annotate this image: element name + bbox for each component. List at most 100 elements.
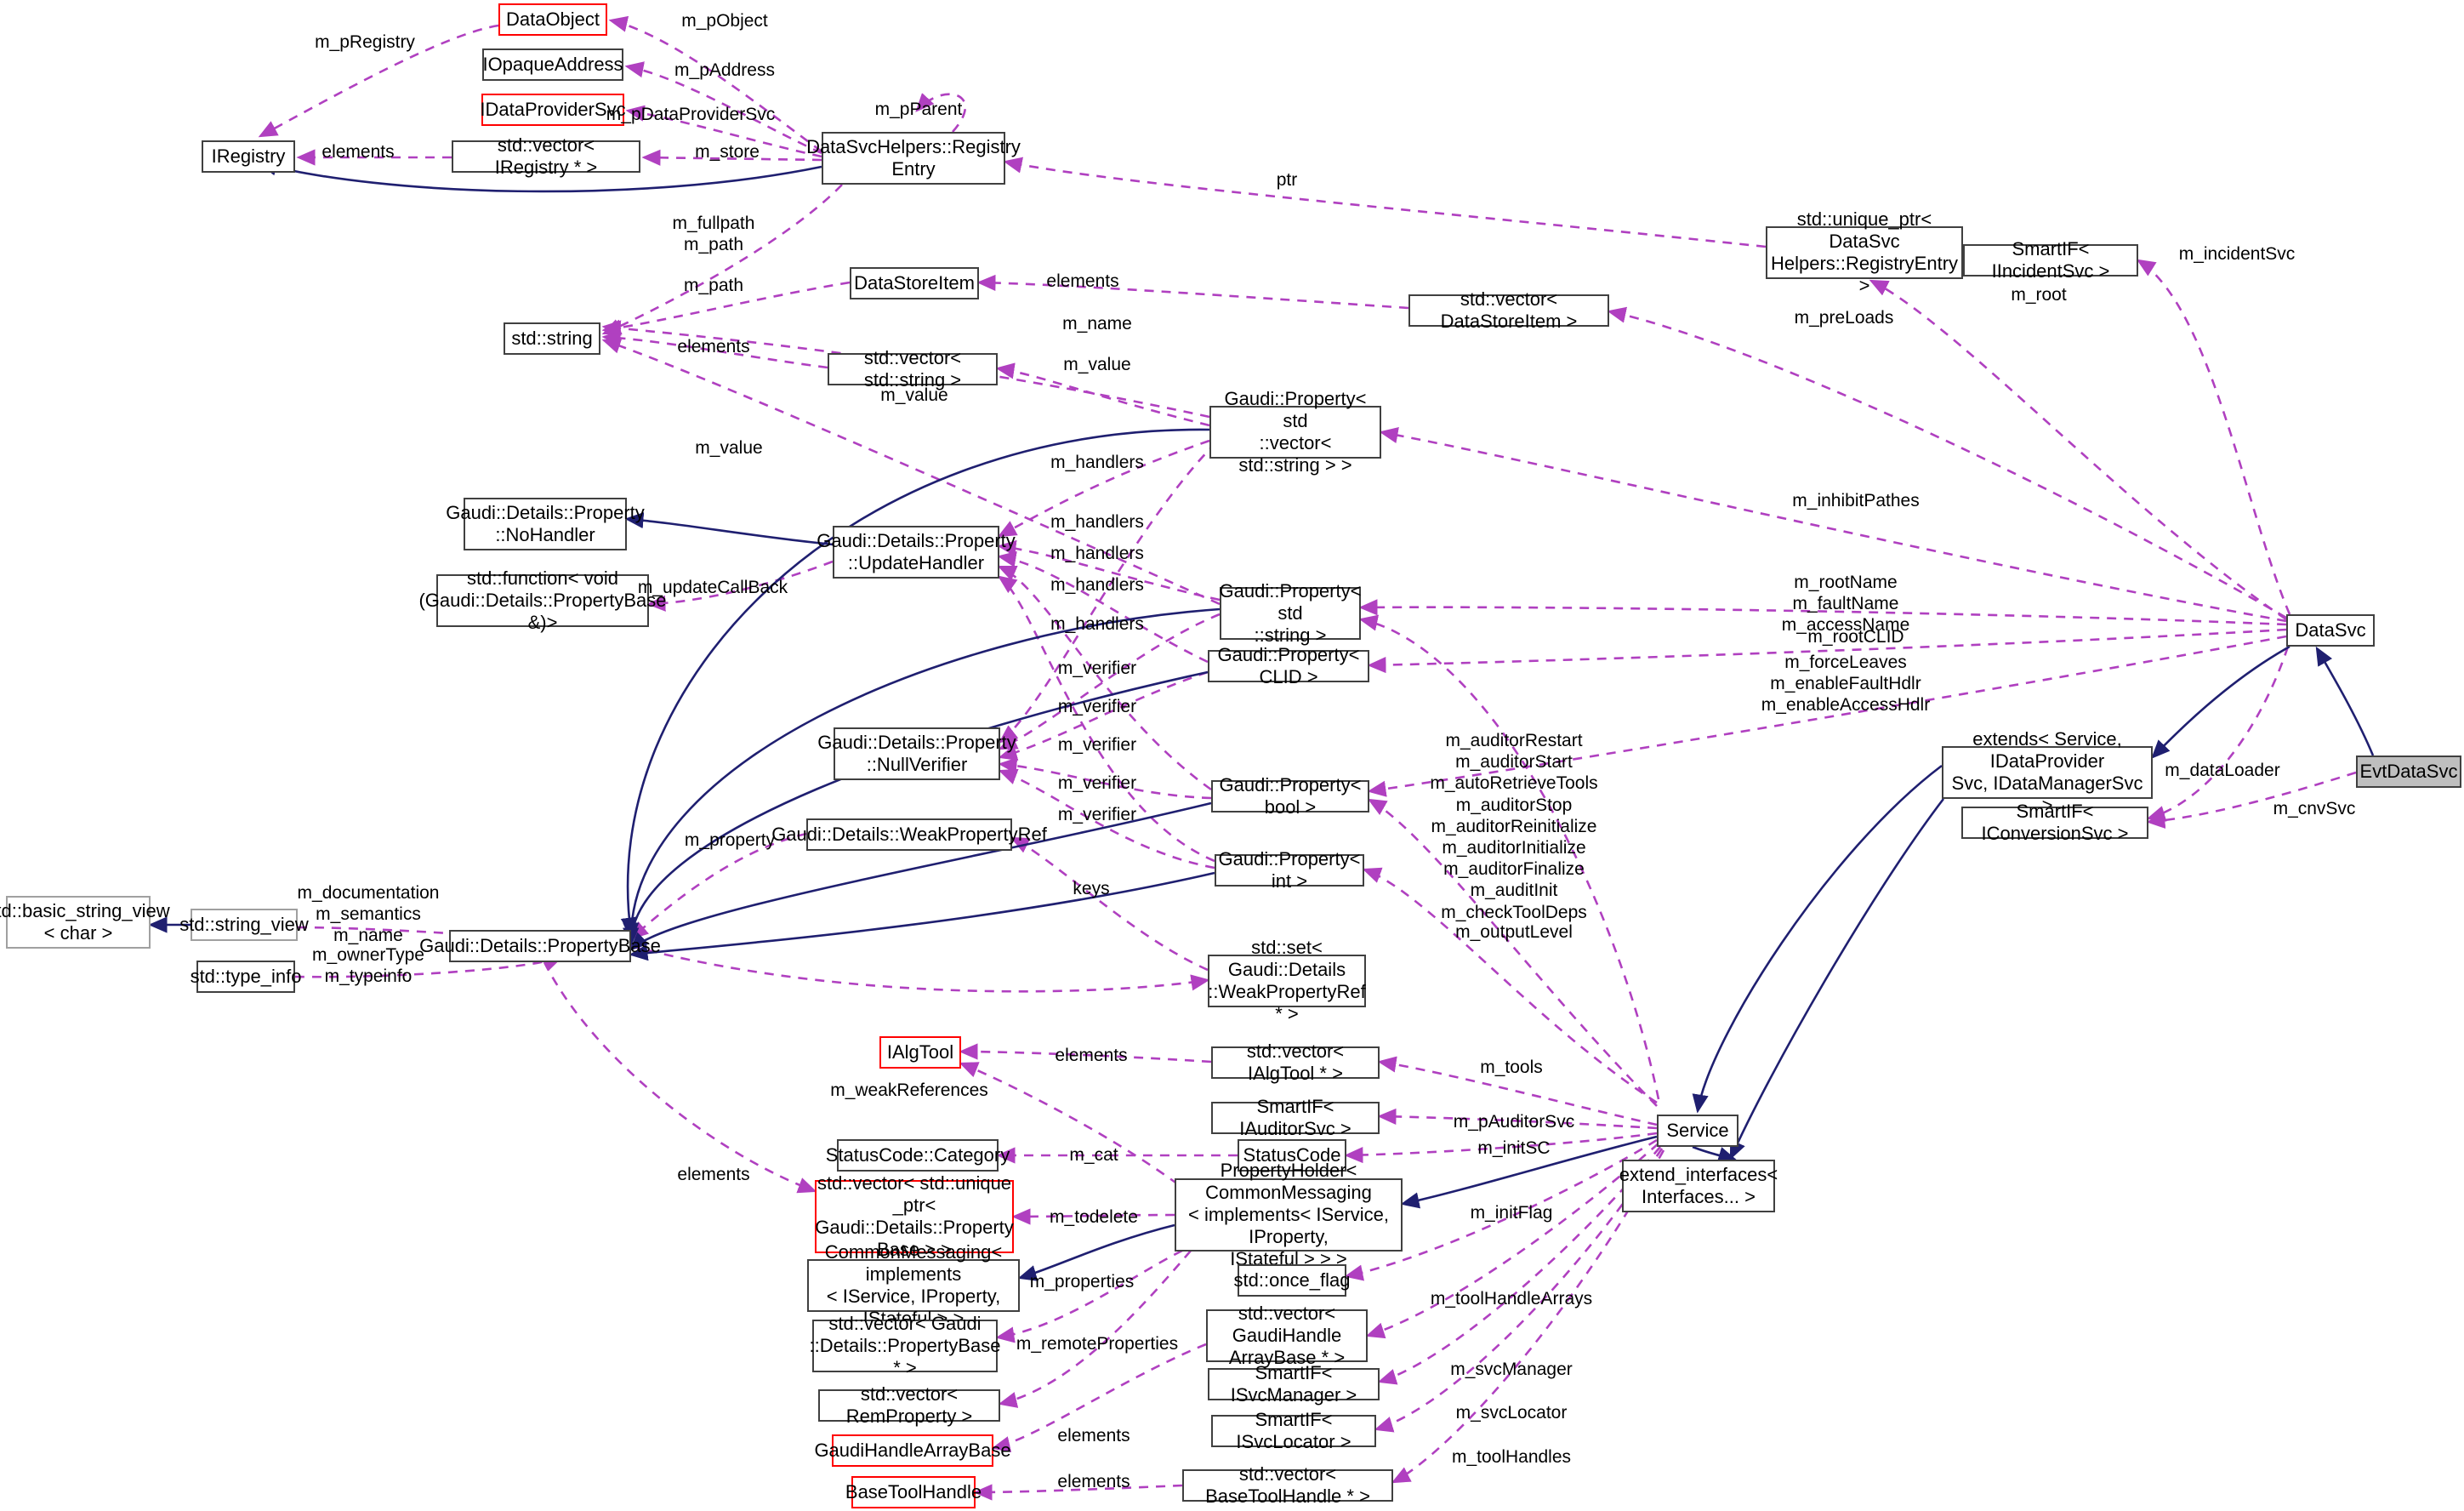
edge-label-l_mverifier1: m_verifier <box>1057 659 1137 678</box>
edge-label-l_mverifier5: m_verifier <box>1057 805 1137 824</box>
edge-label-l_elements3: elements <box>677 337 750 356</box>
inheritance-edges <box>148 159 2375 1281</box>
class-node-registryentry[interactable]: DataSvcHelpers::Registry Entry <box>806 132 1021 185</box>
inheritance-edge <box>2315 646 2375 756</box>
class-node-vec_iregistry[interactable]: std::vector< IRegistry * > <box>452 134 640 178</box>
class-node-propertybase[interactable]: Gaudi::Details::PropertyBase <box>419 930 661 962</box>
class-node-datasvc[interactable]: DataSvc <box>2286 614 2375 647</box>
class-node-vec_ialgtool[interactable]: std::vector< IAlgTool * > <box>1211 1041 1380 1084</box>
edge-label-l_mupdatecb: m_updateCallBack <box>637 578 788 597</box>
class-node-prop_int[interactable]: Gaudi::Property< int > <box>1215 848 1364 892</box>
class-node-datastoreitem[interactable]: DataStoreItem <box>850 267 979 299</box>
class-node-smartif_iincident[interactable]: SmartIF< IIncidentSvc > <box>1963 238 2138 282</box>
class-node-commonmessaging[interactable]: CommonMessaging< implements < IService, … <box>807 1241 1020 1329</box>
edge-label-l_mtoolhandlearr: m_toolHandleArrays <box>1430 1289 1593 1309</box>
usage-edge <box>1003 157 1767 248</box>
usage-edge <box>624 61 822 155</box>
class-node-prop_vec_string[interactable]: Gaudi::Property< std ::vector< std::stri… <box>1209 388 1381 476</box>
edge-label-l_mverifier4: m_verifier <box>1057 773 1137 793</box>
class-node-vec_propbase_ptr[interactable]: std::vector< Gaudi ::Details::PropertyBa… <box>809 1313 1001 1378</box>
class-node-dataobject[interactable]: DataObject <box>498 3 607 36</box>
class-node-gaudihandlearrbase[interactable]: GaudiHandleArrayBase <box>814 1434 1011 1467</box>
usage-edge <box>1358 614 1660 1100</box>
class-node-propertyholder[interactable]: PropertyHolder< CommonMessaging < implem… <box>1175 1160 1403 1269</box>
usage-edge <box>973 1484 1183 1501</box>
class-node-weakpropertyref[interactable]: Gaudi::Details::WeakPropertyRef <box>771 818 1047 851</box>
edge-label-l_elements7: elements <box>1057 1472 1130 1491</box>
edge-label-l_mcnvsvc: m_cnvSvc <box>2273 799 2356 818</box>
class-node-smartif_iauditor[interactable]: SmartIF< IAuditorSvc > <box>1211 1096 1380 1139</box>
class-node-vec_stdstring[interactable]: std::vector< std::string > <box>828 347 998 391</box>
class-node-basetoolhandle[interactable]: BaseToolHandle <box>845 1476 982 1508</box>
class-node-vec_uniq_propbase[interactable]: std::vector< std::unique _ptr< Gaudi::De… <box>815 1172 1014 1260</box>
class-node-set_weakref[interactable]: std::set< Gaudi::Details ::WeakPropertyR… <box>1208 937 1366 1024</box>
class-node-stdstring[interactable]: std::string <box>504 322 600 355</box>
usage-edge <box>998 768 1215 870</box>
class-node-string_view[interactable]: std::string_view <box>179 909 309 941</box>
class-node-smartif_iconv[interactable]: SmartIF< IConversionSvc > <box>1961 801 2148 844</box>
edge-label-l_mhandlers3: m_handlers <box>1050 544 1144 563</box>
inheritance-edge <box>2151 645 2290 759</box>
class-node-once_flag[interactable]: std::once_flag <box>1234 1264 1351 1297</box>
edge-label-l_ownertype: m_ownerType m_typeinfo <box>312 945 424 987</box>
class-node-smartif_isvcmgr[interactable]: SmartIF< ISvcManager > <box>1208 1362 1380 1406</box>
usage-edge <box>959 1043 1212 1063</box>
class-node-evtdatasvc[interactable]: EvtDataSvc <box>2356 756 2461 788</box>
usage-edge <box>543 961 817 1194</box>
class-node-statuscode[interactable]: StatusCode <box>1238 1139 1346 1172</box>
class-node-extend_interfaces[interactable]: extend_interfaces< Interfaces... > <box>1619 1160 1778 1212</box>
usage-edge <box>2146 771 2357 830</box>
usage-edge <box>997 575 1215 863</box>
usage-edge <box>294 955 564 978</box>
class-node-stdfunction[interactable]: std::function< void (Gaudi::Details::Pro… <box>418 567 667 633</box>
class-node-prop_string[interactable]: Gaudi::Property< std ::string > <box>1219 580 1362 646</box>
class-node-nohandler[interactable]: Gaudi::Details::Property ::NoHandler <box>446 498 645 550</box>
edge-label-l_mstore: m_store <box>695 142 760 162</box>
class-node-extends_service[interactable]: extends< Service, IDataProvider Svc, IDa… <box>1942 728 2153 816</box>
class-node-basic_string_view[interactable]: std::basic_string_view < char > <box>0 896 170 949</box>
class-node-prop_bool[interactable]: Gaudi::Property< bool > <box>1211 774 1369 818</box>
edge-label-l_keys: keys <box>1073 879 1110 898</box>
class-node-smartif_isvcloc[interactable]: SmartIF< ISvcLocator > <box>1211 1409 1376 1452</box>
class-node-iopaqueaddress[interactable]: IOpaqueAddress <box>482 48 623 81</box>
class-node-type_info[interactable]: std::type_info <box>191 961 301 993</box>
edge-label-l_mroot: m_root <box>2011 285 2067 305</box>
edge-label-l_mcat: m_cat <box>1069 1145 1118 1165</box>
edge-label-l_mhandlers1: m_handlers <box>1050 453 1144 472</box>
class-node-idataprovidersvc[interactable]: IDataProviderSvc <box>480 94 626 126</box>
usage-edge <box>1607 306 2287 619</box>
edge-label-l_mdataloader: m_dataLoader <box>2165 761 2280 780</box>
class-node-vec_remproperty[interactable]: std::vector< RemProperty > <box>818 1383 1000 1427</box>
inheritance-edge <box>1017 1223 1175 1281</box>
class-node-service[interactable]: Service <box>1657 1115 1738 1147</box>
edge-label-l_ptr: ptr <box>1276 170 1298 190</box>
class-node-vec_basetoolhandle[interactable]: std::vector< BaseToolHandle * > <box>1182 1463 1393 1507</box>
class-node-vec_datastoreitem[interactable]: std::vector< DataStoreItem > <box>1408 288 1609 332</box>
usage-edge <box>1344 1132 1658 1164</box>
usage-edge <box>601 281 851 336</box>
usage-edge <box>915 93 966 133</box>
edge-label-l_mproperties: m_properties <box>1029 1272 1135 1291</box>
inheritance-edge <box>623 670 1209 947</box>
class-node-updatehandler[interactable]: Gaudi::Details::Property ::UpdateHandler <box>817 526 1016 579</box>
usage-edge <box>995 1249 1183 1343</box>
class-node-nullverifier[interactable]: Gaudi::Details::Property ::NullVerifier <box>817 727 1016 780</box>
edge-label-l_msvcmanager: m_svcManager <box>1450 1360 1573 1379</box>
usage-edge <box>998 442 1217 744</box>
class-node-statuscode_cat[interactable]: StatusCode::Category <box>826 1139 1010 1172</box>
usage-edge <box>625 105 822 158</box>
usage-edge <box>1377 1108 1658 1130</box>
edge-label-l_mweakrefs: m_weakReferences <box>830 1081 988 1100</box>
class-node-iregistry[interactable]: IRegistry <box>202 140 295 173</box>
usage-edge <box>1374 1148 1664 1433</box>
edge-label-l_mhandlers5: m_handlers <box>1050 614 1144 634</box>
class-node-vec_gaudihandlearr[interactable]: std::vector< GaudiHandle ArrayBase * > <box>1206 1303 1368 1368</box>
edge-label-l_mpauditorsvc: m_pAuditorSvc <box>1453 1112 1575 1132</box>
edge-label-l_mtoolhandles: m_toolHandles <box>1451 1447 1572 1467</box>
usage-edge <box>959 1062 1179 1186</box>
class-node-ialgtool[interactable]: IAlgTool <box>879 1036 961 1069</box>
edge-label-l_elements4: elements <box>1055 1046 1128 1065</box>
class-node-unique_ptr_re[interactable]: std::unique_ptr< DataSvc Helpers::Regist… <box>1766 208 1963 296</box>
class-node-prop_clid[interactable]: Gaudi::Property< CLID > <box>1208 644 1369 687</box>
